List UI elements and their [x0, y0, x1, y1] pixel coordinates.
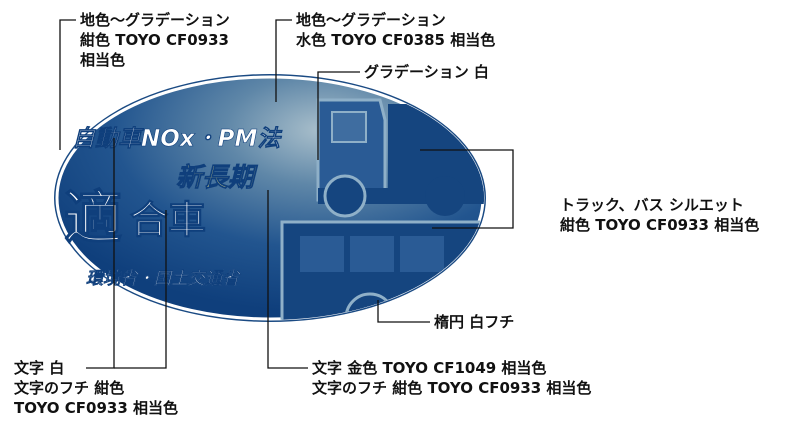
callout-truck-bus: トラック、バス シルエット 紺色 TOYO CF0933 相当色	[560, 195, 759, 235]
law-title-text: 自動車NOx・PM法	[72, 126, 282, 152]
leader-text-gold	[267, 190, 308, 369]
callout-text-white: 文字 白 文字のフチ 紺色 TOYO CF0933 相当色	[14, 358, 178, 418]
callout-text-white-line-3: TOYO CF0933 相当色	[14, 399, 178, 417]
callout-text-gold-line-1: 文字 金色 TOYO CF1049 相当色	[312, 359, 547, 377]
sticker-oval: 自動車NOx・PM法 新長期 適 合車 環境省・国土交通省	[54, 74, 486, 322]
leader-lines	[59, 19, 514, 369]
callout-text-white-line-2: 文字のフチ 紺色	[14, 379, 125, 397]
callout-ground-right-line-2: 水色 TOYO CF0385 相当色	[296, 31, 496, 49]
main-kanji-2: 合車	[130, 198, 206, 242]
callout-ground-left-line-1: 地色～グラデーション	[80, 11, 230, 29]
callout-ground-right-line-1: 地色～グラデーション	[296, 11, 446, 29]
callout-ground-left-line-2: 紺色 TOYO CF0933	[80, 31, 229, 49]
callout-text-gold-line-2: 文字のフチ 紺色 TOYO CF0933 相当色	[312, 379, 592, 397]
truck-silhouette	[316, 98, 484, 218]
callout-ground-left: 地色～グラデーション 紺色 TOYO CF0933 相当色	[80, 10, 230, 70]
callout-gradation-white-line-1: グラデーション 白	[364, 63, 489, 81]
main-kanji-1: 適	[64, 184, 122, 252]
leader-ellipse-border	[377, 300, 430, 323]
leader-text-white-b	[114, 210, 167, 369]
leader-ground-left	[59, 19, 76, 150]
callout-truck-bus-line-1: トラック、バス シルエット	[560, 196, 744, 214]
callout-truck-bus-line-2: 紺色 TOYO CF0933 相当色	[560, 216, 760, 234]
ministries-text: 環境省・国土交通省	[86, 269, 241, 289]
leader-gradation	[317, 71, 360, 160]
era-text: 新長期	[176, 163, 258, 193]
callout-ground-right: 地色～グラデーション 水色 TOYO CF0385 相当色	[296, 10, 495, 50]
leader-ground-right	[275, 19, 292, 102]
callout-ground-left-line-3: 相当色	[80, 51, 126, 69]
callout-gradation-white: グラデーション 白	[364, 62, 489, 82]
callout-text-gold: 文字 金色 TOYO CF1049 相当色 文字のフチ 紺色 TOYO CF09…	[312, 358, 591, 398]
callout-ellipse-border-line-1: 楕円 白フチ	[434, 313, 515, 331]
callout-ellipse-border: 楕円 白フチ	[434, 312, 514, 332]
leader-truck-bus	[420, 149, 514, 229]
callout-text-white-line-1: 文字 白	[14, 359, 65, 377]
